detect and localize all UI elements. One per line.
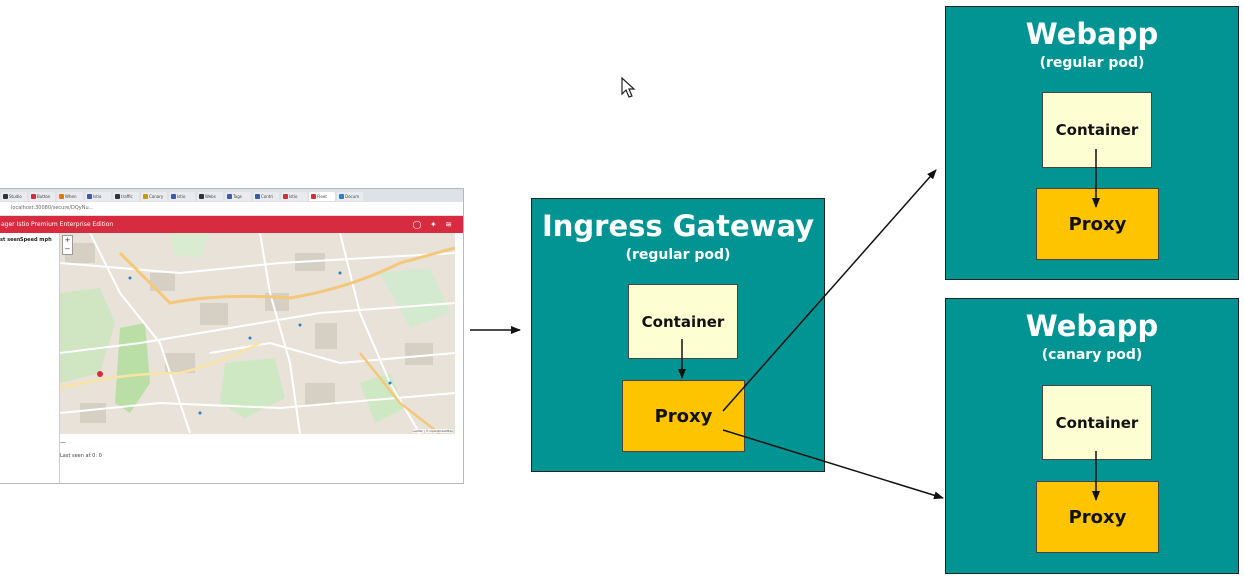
- webapp-canary-title: Webapp: [1025, 309, 1159, 343]
- browser-tab-label: Istio: [93, 194, 102, 199]
- browser-tab-label: Istio: [177, 194, 186, 199]
- browser-tab[interactable]: Istio: [169, 192, 195, 201]
- column-header-last-seen: st seen: [0, 237, 21, 243]
- vehicle-sidebar: st seen Speed mph: [0, 233, 60, 483]
- tab-favicon-icon: [283, 194, 288, 199]
- mouse-cursor-icon: [621, 77, 636, 98]
- tab-favicon-icon: [255, 194, 260, 199]
- browser-tab-bar: Studio Button When Istio traffic Canary Istio W…: [0, 189, 463, 202]
- browser-tab[interactable]: Canary: [141, 192, 167, 201]
- browser-tab[interactable]: Istio: [281, 192, 307, 201]
- ingress-proxy-label: Proxy: [654, 405, 713, 427]
- column-header-speed: Speed mph: [20, 237, 52, 243]
- header-social-icons: ◯ ✦ ≋: [412, 220, 455, 229]
- tab-favicon-icon: [115, 194, 120, 199]
- webapp-canary-container-label: Container: [1055, 413, 1139, 432]
- browser-tab-label: Button: [37, 194, 51, 199]
- browser-tab-label: When: [65, 194, 77, 199]
- browser-tab[interactable]: Fleet: [309, 192, 335, 201]
- arrow-ingress-proxy-to-webapp-regular: [722, 169, 937, 412]
- zoom-out-button[interactable]: −: [64, 245, 71, 253]
- webapp-canary-subtitle: (canary pod): [1041, 347, 1143, 363]
- address-bar: localhost:30080/secure/DQyNu...: [0, 202, 463, 216]
- browser-tab[interactable]: Webs: [197, 192, 223, 201]
- url-text: localhost:30080/secure/DQyNu...: [11, 205, 94, 211]
- browser-tab-label: Studio: [9, 194, 22, 199]
- tab-favicon-icon: [227, 194, 232, 199]
- browser-tab-label: Docum: [345, 194, 360, 199]
- last-seen-text: Last seen at 0: 0: [60, 453, 102, 459]
- tab-favicon-icon: [199, 194, 204, 199]
- vehicle-info-panel: — Last seen at 0: 0: [60, 434, 455, 483]
- browser-tab-label: Contri: [261, 194, 274, 199]
- browser-tab-label: Webs: [205, 194, 216, 199]
- browser-tab[interactable]: Docum: [337, 192, 363, 201]
- browser-tab[interactable]: Button: [29, 192, 55, 201]
- info-dash: —: [60, 439, 66, 446]
- browser-tab[interactable]: Studio: [1, 192, 27, 201]
- browser-tab-label: Canary: [149, 194, 164, 199]
- browser-tab[interactable]: When: [57, 192, 83, 201]
- app-title: ager Istio Premium Enterprise Edition: [1, 221, 114, 228]
- webapp-regular-title: Webapp: [1025, 17, 1159, 51]
- map-view[interactable]: + − Leaflet | © OpenStreetMap: [60, 233, 455, 434]
- webapp-regular-container-box: Container: [1042, 92, 1152, 168]
- tab-favicon-icon: [143, 194, 148, 199]
- ingress-container-box: Container: [628, 284, 738, 359]
- ingress-gateway-title: Ingress Gateway: [541, 209, 815, 243]
- tab-favicon-icon: [3, 194, 8, 199]
- browser-tab-label: Tags: [233, 194, 242, 199]
- arrow-ingress-proxy-to-webapp-canary: [722, 429, 944, 500]
- browser-tab-label: traffic: [121, 194, 133, 199]
- webapp-canary-proxy-label: Proxy: [1068, 506, 1127, 528]
- map-zoom-control[interactable]: + −: [62, 235, 73, 255]
- browser-tab[interactable]: Istio: [85, 192, 111, 201]
- ingress-container-label: Container: [641, 312, 725, 331]
- ingress-gateway-subtitle: (regular pod): [625, 247, 731, 263]
- webapp-regular-container-label: Container: [1055, 121, 1139, 139]
- browser-tab[interactable]: traffic: [113, 192, 139, 201]
- browser-tab-label: Istio: [289, 194, 298, 199]
- tab-favicon-icon: [171, 194, 176, 199]
- ingress-gateway-pod: Ingress Gateway (regular pod) Container …: [531, 198, 825, 472]
- webapp-canary-container-box: Container: [1042, 385, 1152, 460]
- ingress-proxy-box: Proxy: [622, 380, 745, 452]
- webapp-regular-proxy-label: Proxy: [1068, 213, 1127, 235]
- tab-favicon-icon: [59, 194, 64, 199]
- map-tiles: [60, 233, 455, 434]
- browser-screenshot: Studio Button When Istio traffic Canary Istio W…: [0, 188, 464, 484]
- zoom-in-button[interactable]: +: [64, 236, 71, 244]
- webapp-regular-pod: Webapp (regular pod) Container Proxy: [945, 6, 1239, 280]
- browser-tab-label: Fleet: [317, 194, 327, 199]
- tab-favicon-icon: [87, 194, 92, 199]
- browser-tab[interactable]: Tags: [225, 192, 251, 201]
- tab-favicon-icon: [339, 194, 344, 199]
- map-attribution[interactable]: Leaflet | © OpenStreetMap: [412, 429, 453, 433]
- webapp-canary-pod: Webapp (canary pod) Container Proxy: [945, 298, 1239, 574]
- tab-favicon-icon: [31, 194, 36, 199]
- tab-favicon-icon: [311, 194, 316, 199]
- app-header: ager Istio Premium Enterprise Edition ◯ …: [0, 216, 463, 233]
- browser-tab[interactable]: Contri: [253, 192, 279, 201]
- webapp-regular-subtitle: (regular pod): [1039, 55, 1145, 71]
